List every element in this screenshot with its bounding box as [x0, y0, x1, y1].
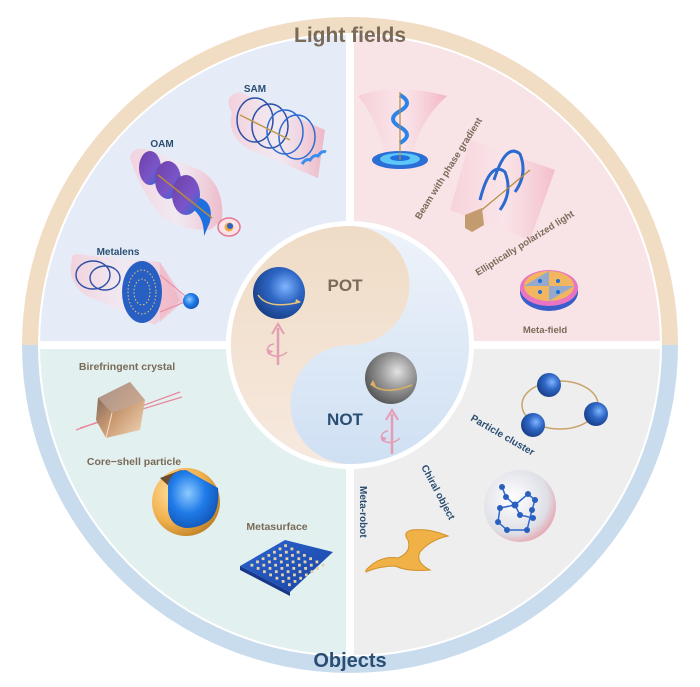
label-oam: OAM — [150, 139, 173, 150]
label-pot: POT — [328, 276, 364, 295]
sam-beam-icon — [228, 92, 327, 178]
metasurface-pillar — [281, 580, 285, 583]
chiral-object-icon — [484, 470, 556, 542]
oam-beam-icon — [130, 148, 241, 237]
birefringent-crystal-icon — [75, 382, 183, 439]
metasurface-pillar — [273, 550, 276, 554]
elliptical-polarization-icon — [450, 140, 555, 240]
metasurface-pillar — [291, 554, 294, 557]
pot-sphere-icon — [253, 267, 305, 319]
metasurface-pillar — [304, 567, 307, 570]
metasurface-pillar — [298, 563, 301, 567]
metasurface-pillar — [281, 573, 284, 577]
metasurface-pillar — [290, 547, 294, 551]
rotation-axis-pot-icon — [266, 322, 288, 365]
metasurface-icon — [240, 540, 333, 596]
metasurface-pillar — [262, 563, 266, 567]
metasurface-pillar — [303, 560, 307, 564]
metasurface-pillar — [310, 570, 314, 574]
meta-robot-icon — [365, 529, 450, 573]
metasurface-pillar — [293, 573, 296, 577]
metasurface-pillar — [315, 560, 319, 564]
phase-gradient-beam-icon — [358, 89, 447, 170]
metasurface-pillar — [267, 554, 271, 557]
metasurface-pillar — [280, 567, 284, 570]
metasurface-pillar — [274, 563, 277, 567]
metalens-icon — [70, 254, 199, 325]
metasurface-pillar — [284, 544, 287, 548]
metasurface-pillar — [309, 557, 312, 561]
metasurface-pillar — [268, 560, 271, 564]
metasurface-pillar — [261, 557, 265, 561]
metasurface-pillar — [321, 563, 325, 567]
metasurface-pillar — [316, 567, 319, 570]
metasurface-pillar — [274, 570, 278, 574]
metasurface-pillar — [286, 563, 289, 567]
metasurface-pillar — [256, 560, 259, 564]
metasurface-pillar — [303, 554, 306, 557]
metasurface-pillar — [293, 580, 297, 583]
metasurface-pillar — [273, 557, 277, 561]
rotation-axis-not-icon — [380, 408, 401, 454]
metasurface-pillar — [278, 547, 282, 551]
label-not: NOT — [327, 410, 364, 429]
metasurface-pillar — [275, 576, 279, 580]
label-sam: SAM — [244, 84, 266, 95]
metasurface-pillar — [297, 557, 301, 561]
ring-label-objects: Objects — [313, 650, 386, 672]
ring-label-light-fields: Light fields — [294, 24, 406, 47]
metasurface-pillar — [268, 567, 272, 570]
metasurface-pillar — [291, 560, 295, 564]
label-metalens: Metalens — [97, 247, 140, 258]
label-birefringent-crystal: Birefringent crystal — [79, 361, 175, 373]
meta-field-icon — [520, 270, 578, 311]
metasurface-pillar — [299, 576, 302, 580]
metasurface-pillar — [304, 573, 308, 577]
metasurface-pillar — [250, 563, 254, 567]
metasurface-pillar — [292, 567, 296, 570]
particle-cluster-icon — [521, 373, 608, 437]
label-core-shell-particle: Core−shell particle — [87, 456, 181, 468]
center-yin-yang — [226, 221, 474, 469]
label-meta-robot: Meta-robot — [357, 486, 368, 538]
metasurface-pillar — [309, 563, 313, 567]
metasurface-pillar — [288, 583, 291, 587]
label-metasurface: Metasurface — [246, 521, 307, 533]
not-sphere-icon — [365, 352, 417, 404]
metasurface-pillar — [256, 567, 260, 570]
metasurface-pillar — [296, 550, 300, 554]
metasurface-pillar — [269, 573, 272, 577]
metasurface-pillar — [279, 554, 282, 557]
metasurface-pillar — [285, 557, 289, 561]
label-meta-field: Meta-field — [523, 325, 568, 336]
metasurface-pillar — [287, 576, 291, 580]
metasurface-pillars — [250, 544, 325, 587]
metasurface-pillar — [284, 550, 288, 554]
metasurface-pillar — [279, 560, 283, 564]
metasurface-pillar — [263, 570, 266, 574]
core-shell-particle-icon — [152, 468, 220, 536]
metasurface-pillar — [286, 570, 290, 574]
metasurface-pillar — [298, 570, 302, 574]
